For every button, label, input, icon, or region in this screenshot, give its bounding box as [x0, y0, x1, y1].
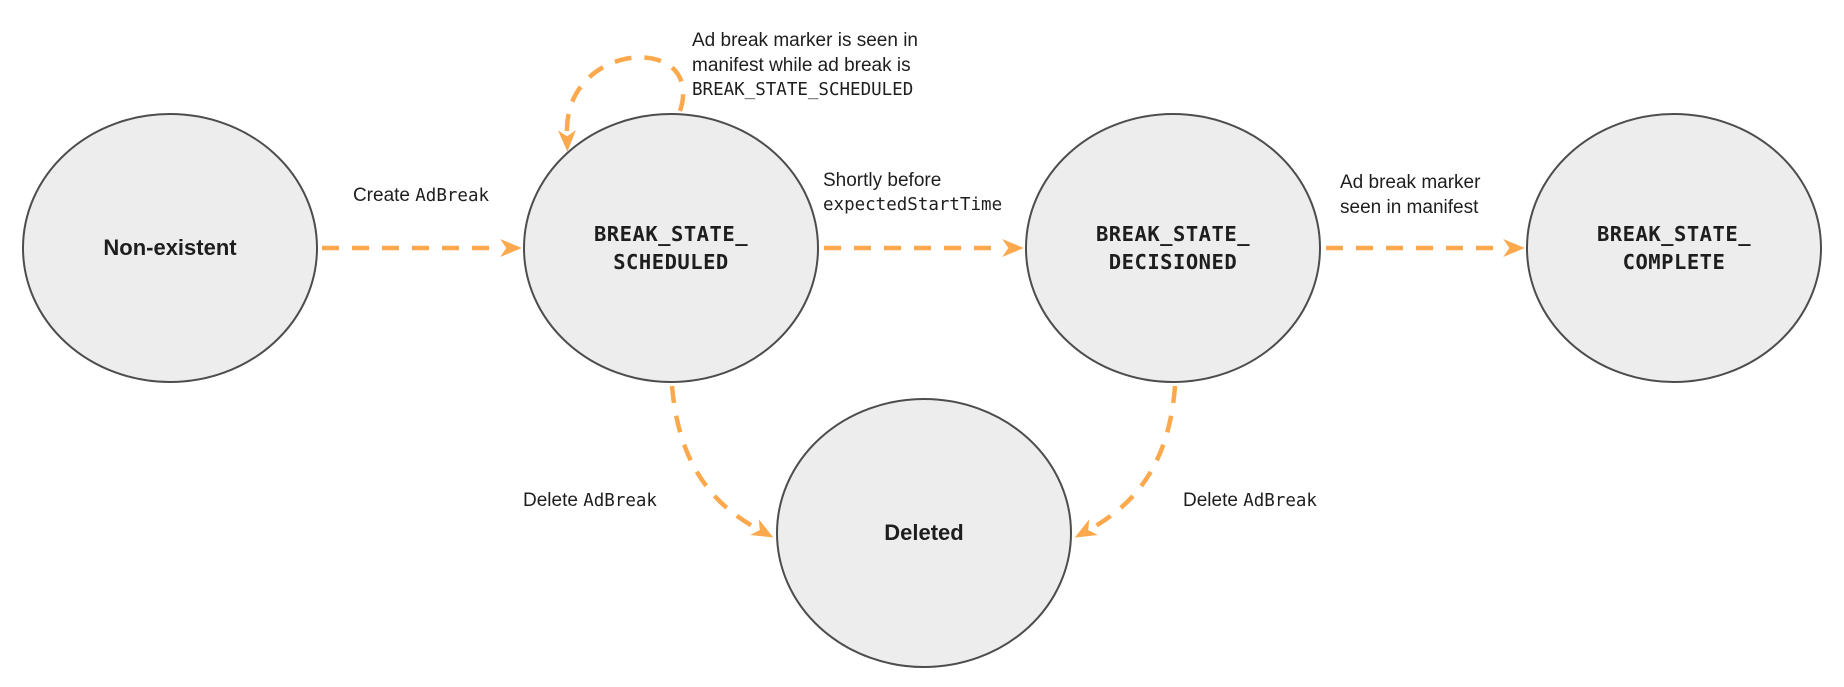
state-label-break-state-complete: BREAK_STATE_ COMPLETE: [1597, 220, 1751, 276]
edge-self-loop-scheduled: [557, 55, 686, 152]
state-label-line: BREAK_STATE_: [1095, 222, 1251, 246]
state-node-deleted: [776, 398, 1072, 668]
edge-label-text: Create: [352, 185, 410, 206]
state-label-line: COMPLETE: [1622, 250, 1726, 274]
edge-label-code: AdBreak: [1243, 491, 1317, 511]
edge-label-self-loop: Ad break marker is seen in manifest whil…: [692, 28, 918, 103]
edge-label-text: Ad break marker is seen in: [692, 30, 918, 51]
state-node-break-state-scheduled: [523, 113, 819, 383]
edge-label-delete-from-scheduled: Delete AdBreak: [523, 488, 657, 514]
state-label-line: BREAK_STATE_: [593, 222, 749, 246]
edge-label-text: seen in manifest: [1340, 197, 1479, 218]
edge-label-delete-from-decisioned: Delete AdBreak: [1183, 488, 1317, 514]
edge-delete-from-decisioned: [1074, 385, 1178, 538]
edge-delete-from-scheduled: [669, 385, 774, 538]
state-label-break-state-scheduled: BREAK_STATE_ SCHEDULED: [594, 220, 748, 276]
edge-label-code: BREAK_STATE_SCHEDULED: [692, 80, 914, 100]
edge-label-text: Delete: [1183, 490, 1238, 511]
state-label-line: SCHEDULED: [613, 250, 729, 274]
edge-label-code: AdBreak: [415, 186, 490, 206]
edge-label-text: manifest while ad break is: [692, 55, 911, 76]
edge-label-code: expectedStartTime: [823, 195, 1003, 215]
edge-label-code: AdBreak: [583, 491, 657, 511]
state-label-line: BREAK_STATE_: [1596, 222, 1752, 246]
state-label-non-existent: Non-existent: [103, 235, 237, 260]
state-node-break-state-complete: [1526, 113, 1822, 383]
edge-label-shortly-before: Shortly before expectedStartTime: [823, 168, 1002, 218]
edge-label-text: Delete: [523, 490, 578, 511]
edge-label-marker-seen: Ad break marker seen in manifest: [1340, 170, 1480, 220]
state-node-non-existent: [22, 113, 318, 383]
state-label-break-state-decisioned: BREAK_STATE_ DECISIONED: [1096, 220, 1250, 276]
state-label-line: DECISIONED: [1108, 250, 1238, 274]
edge-label-create-adbreak: Create AdBreak: [353, 183, 489, 209]
state-label-deleted: Deleted: [884, 520, 964, 545]
edge-label-text: Shortly before: [823, 170, 942, 191]
state-node-break-state-decisioned: [1025, 113, 1321, 383]
edge-label-text: Ad break marker: [1340, 172, 1481, 193]
